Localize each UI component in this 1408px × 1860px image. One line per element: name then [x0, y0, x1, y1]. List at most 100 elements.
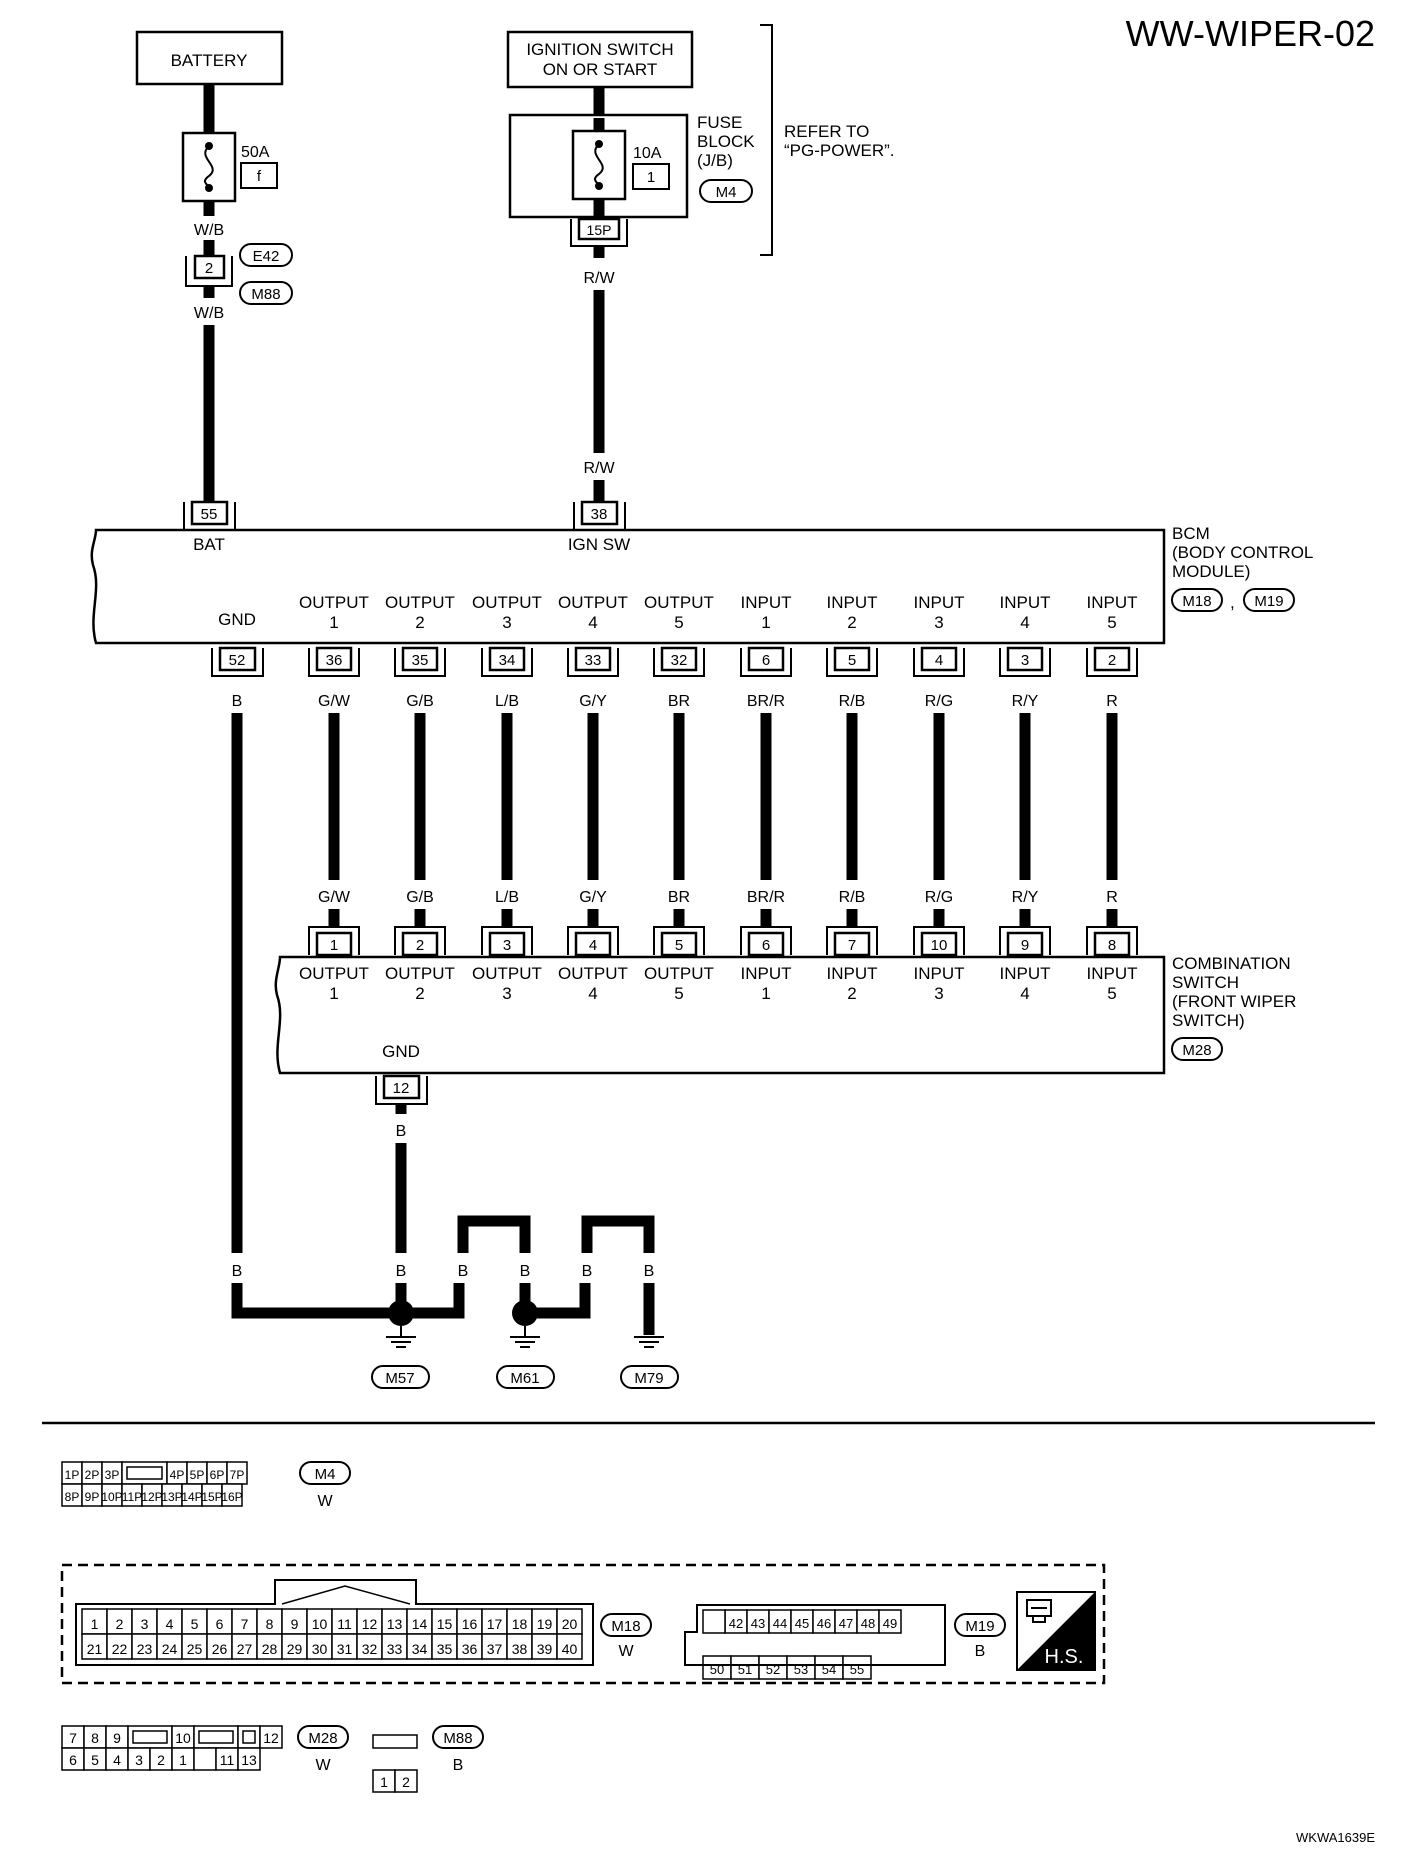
conn-m18-pin-39: 39 — [537, 1641, 553, 1657]
conn-m18-cell — [106, 1633, 133, 1660]
conn-m18-cell — [331, 1608, 358, 1635]
conn-m28-cell — [193, 1747, 217, 1771]
conn-m28-pin-2: 2 — [157, 1752, 165, 1768]
ignition-circuit: IGNITION SWITCH ON OR START 10A 1 FUSE B… — [506, 24, 895, 502]
bcm-terminal-input-4-line1: INPUT — [1000, 593, 1051, 612]
combo-pin-2-label: 2 — [416, 937, 424, 954]
combo-body — [274, 955, 1166, 1075]
bcm-terminal-output-1-line2: 1 — [329, 613, 338, 632]
combo-terminal-input-1-line1: INPUT — [741, 964, 792, 983]
conn-m28-cell — [259, 1725, 283, 1749]
conn-m28-pin-7: 7 — [69, 1730, 77, 1746]
connector-m88-ref: M88 — [251, 286, 280, 303]
conn-m28-key-slot — [242, 1730, 256, 1744]
bcm-name-3: MODULE) — [1172, 562, 1250, 581]
bcm-pin-36-label: 36 — [326, 652, 343, 669]
conn-m28-pin-11: 11 — [220, 1752, 235, 1768]
combo-wire-color-9: R/Y — [1012, 889, 1039, 906]
combo-pin-7-label: 7 — [848, 937, 856, 954]
conn-m18-pin-7: 7 — [241, 1616, 249, 1632]
conn-m28-pin-12: 12 — [263, 1730, 279, 1746]
gnd-wire-color-5: B — [582, 1263, 593, 1280]
conn-m18-pin-3: 3 — [141, 1616, 149, 1632]
conn-m18-pin-31: 31 — [337, 1641, 353, 1657]
conn-m18-pin-34: 34 — [412, 1641, 428, 1657]
bcm-pin-2-label: 2 — [1108, 652, 1116, 669]
hs-connector-group — [60, 1563, 1106, 1685]
conn-m4-pin-8P: 8P — [65, 1490, 80, 1504]
bcm-wire-color-32: BR — [668, 693, 690, 710]
combo-name-4: SWITCH) — [1172, 1011, 1245, 1030]
combo-name-1: COMBINATION — [1172, 954, 1291, 973]
bcm-terminal-input-1-line2: 1 — [761, 613, 770, 632]
battery-box — [135, 30, 284, 86]
connector-m4-color: W — [317, 1493, 333, 1510]
bcm-gnd-wire-color: B — [232, 693, 243, 710]
combo-pin-1 — [315, 931, 353, 957]
conn-m18-cell — [531, 1633, 558, 1660]
conn-m88-cell — [394, 1769, 418, 1793]
bcm-pin-4-label: 4 — [935, 652, 943, 669]
bcm-terminal-output-1-line1: OUTPUT — [299, 593, 369, 612]
conn-m4-pin-11P: 11P — [122, 1490, 142, 1504]
bcm-pin-33-label: 33 — [585, 652, 602, 669]
conn-m18-pin-8: 8 — [266, 1616, 274, 1632]
bcm-wire-color-2: R — [1106, 693, 1118, 710]
conn-m18-pin-11: 11 — [337, 1616, 352, 1632]
conn-m18-pin-15: 15 — [437, 1616, 453, 1632]
combo-terminal-output-1-line1: OUTPUT — [299, 964, 369, 983]
bcm-terminals: OUTPUT136G/WOUTPUT235G/BOUTPUT334L/BOUTP… — [299, 593, 1138, 880]
conn-m18-pin-14: 14 — [412, 1616, 428, 1632]
conn-m18-cell — [431, 1633, 458, 1660]
conn-m18-pin-13: 13 — [387, 1616, 403, 1632]
conn-m28-cell — [237, 1747, 261, 1771]
bcm-wire-color-3: R/Y — [1012, 693, 1039, 710]
conn-m28-key-slot — [198, 1730, 234, 1744]
conn-m18-cell — [556, 1608, 583, 1635]
battery-circuit: BATTERY 50A f W/B 2 E42 M88 W/B — [135, 30, 293, 502]
combo-pin-1-label: 1 — [330, 937, 338, 954]
conn-m28-pin-10: 10 — [175, 1730, 191, 1746]
combo-gnd-wire-color: B — [396, 1123, 407, 1140]
combo-wire-color-3: L/B — [495, 889, 519, 906]
combo-pin-8 — [1093, 931, 1131, 957]
conn-m18-cell — [381, 1633, 408, 1660]
conn-m19-pin-49: 49 — [883, 1616, 897, 1631]
ignition-switch-box — [506, 30, 694, 89]
bcm-terminal-input-3-line1: INPUT — [914, 593, 965, 612]
combo-pin-7 — [833, 931, 871, 957]
combo-connector-m28: M28 — [1182, 1042, 1211, 1059]
gnd-wire-color-4: B — [520, 1263, 531, 1280]
combo-pin-12 — [382, 1074, 421, 1100]
conn-m18-pin-6: 6 — [216, 1616, 224, 1632]
fuse-block-label-3: (J/B) — [697, 151, 733, 170]
conn-m28-pin-6: 6 — [69, 1752, 77, 1768]
combo-terminal-output-4-line2: 4 — [588, 984, 597, 1003]
bcm-ground-wire: 52 B B — [211, 646, 400, 1319]
combo-terminal-input-2-line1: INPUT — [827, 964, 878, 983]
combo-pin-5-label: 5 — [675, 937, 683, 954]
connector-face-m19: 414243444546474849505152535455 — [684, 1604, 946, 1680]
bcm-wire-color-34: L/B — [495, 693, 519, 710]
bcm-module: 55 BAT 38 IGN SW BCM (BODY CONTROL MODUL… — [90, 500, 1313, 645]
combo-terminal-output-2-line2: 2 — [415, 984, 424, 1003]
conn-m18-cell — [331, 1633, 358, 1660]
ignition-label-2: ON OR START — [543, 60, 658, 79]
conn-m4-pin-1P: 1P — [65, 1468, 80, 1482]
conn-m18-pin-16: 16 — [462, 1616, 478, 1632]
conn-m28-pin-3: 3 — [135, 1752, 143, 1768]
conn-m18-cell — [356, 1633, 383, 1660]
bcm-pin-6 — [747, 646, 785, 672]
combo-pin-10-label: 10 — [931, 937, 948, 954]
bcm-pin-38-label: 38 — [591, 506, 608, 523]
gnd-wire-color-6: B — [644, 1263, 655, 1280]
conn-m28-pin-9: 9 — [113, 1730, 121, 1746]
bcm-wire-color-35: G/B — [406, 693, 434, 710]
bcm-pin-4 — [920, 646, 958, 672]
hs-badge: H.S. — [1016, 1591, 1096, 1671]
connector-m28-name: M28 — [308, 1730, 337, 1747]
conn-m18-pin-33: 33 — [387, 1641, 403, 1657]
bcm-connector-m19: M19 — [1254, 593, 1283, 610]
conn-m18-pin-27: 27 — [237, 1641, 253, 1657]
wire-color-wb-bottom: W/B — [194, 305, 224, 322]
